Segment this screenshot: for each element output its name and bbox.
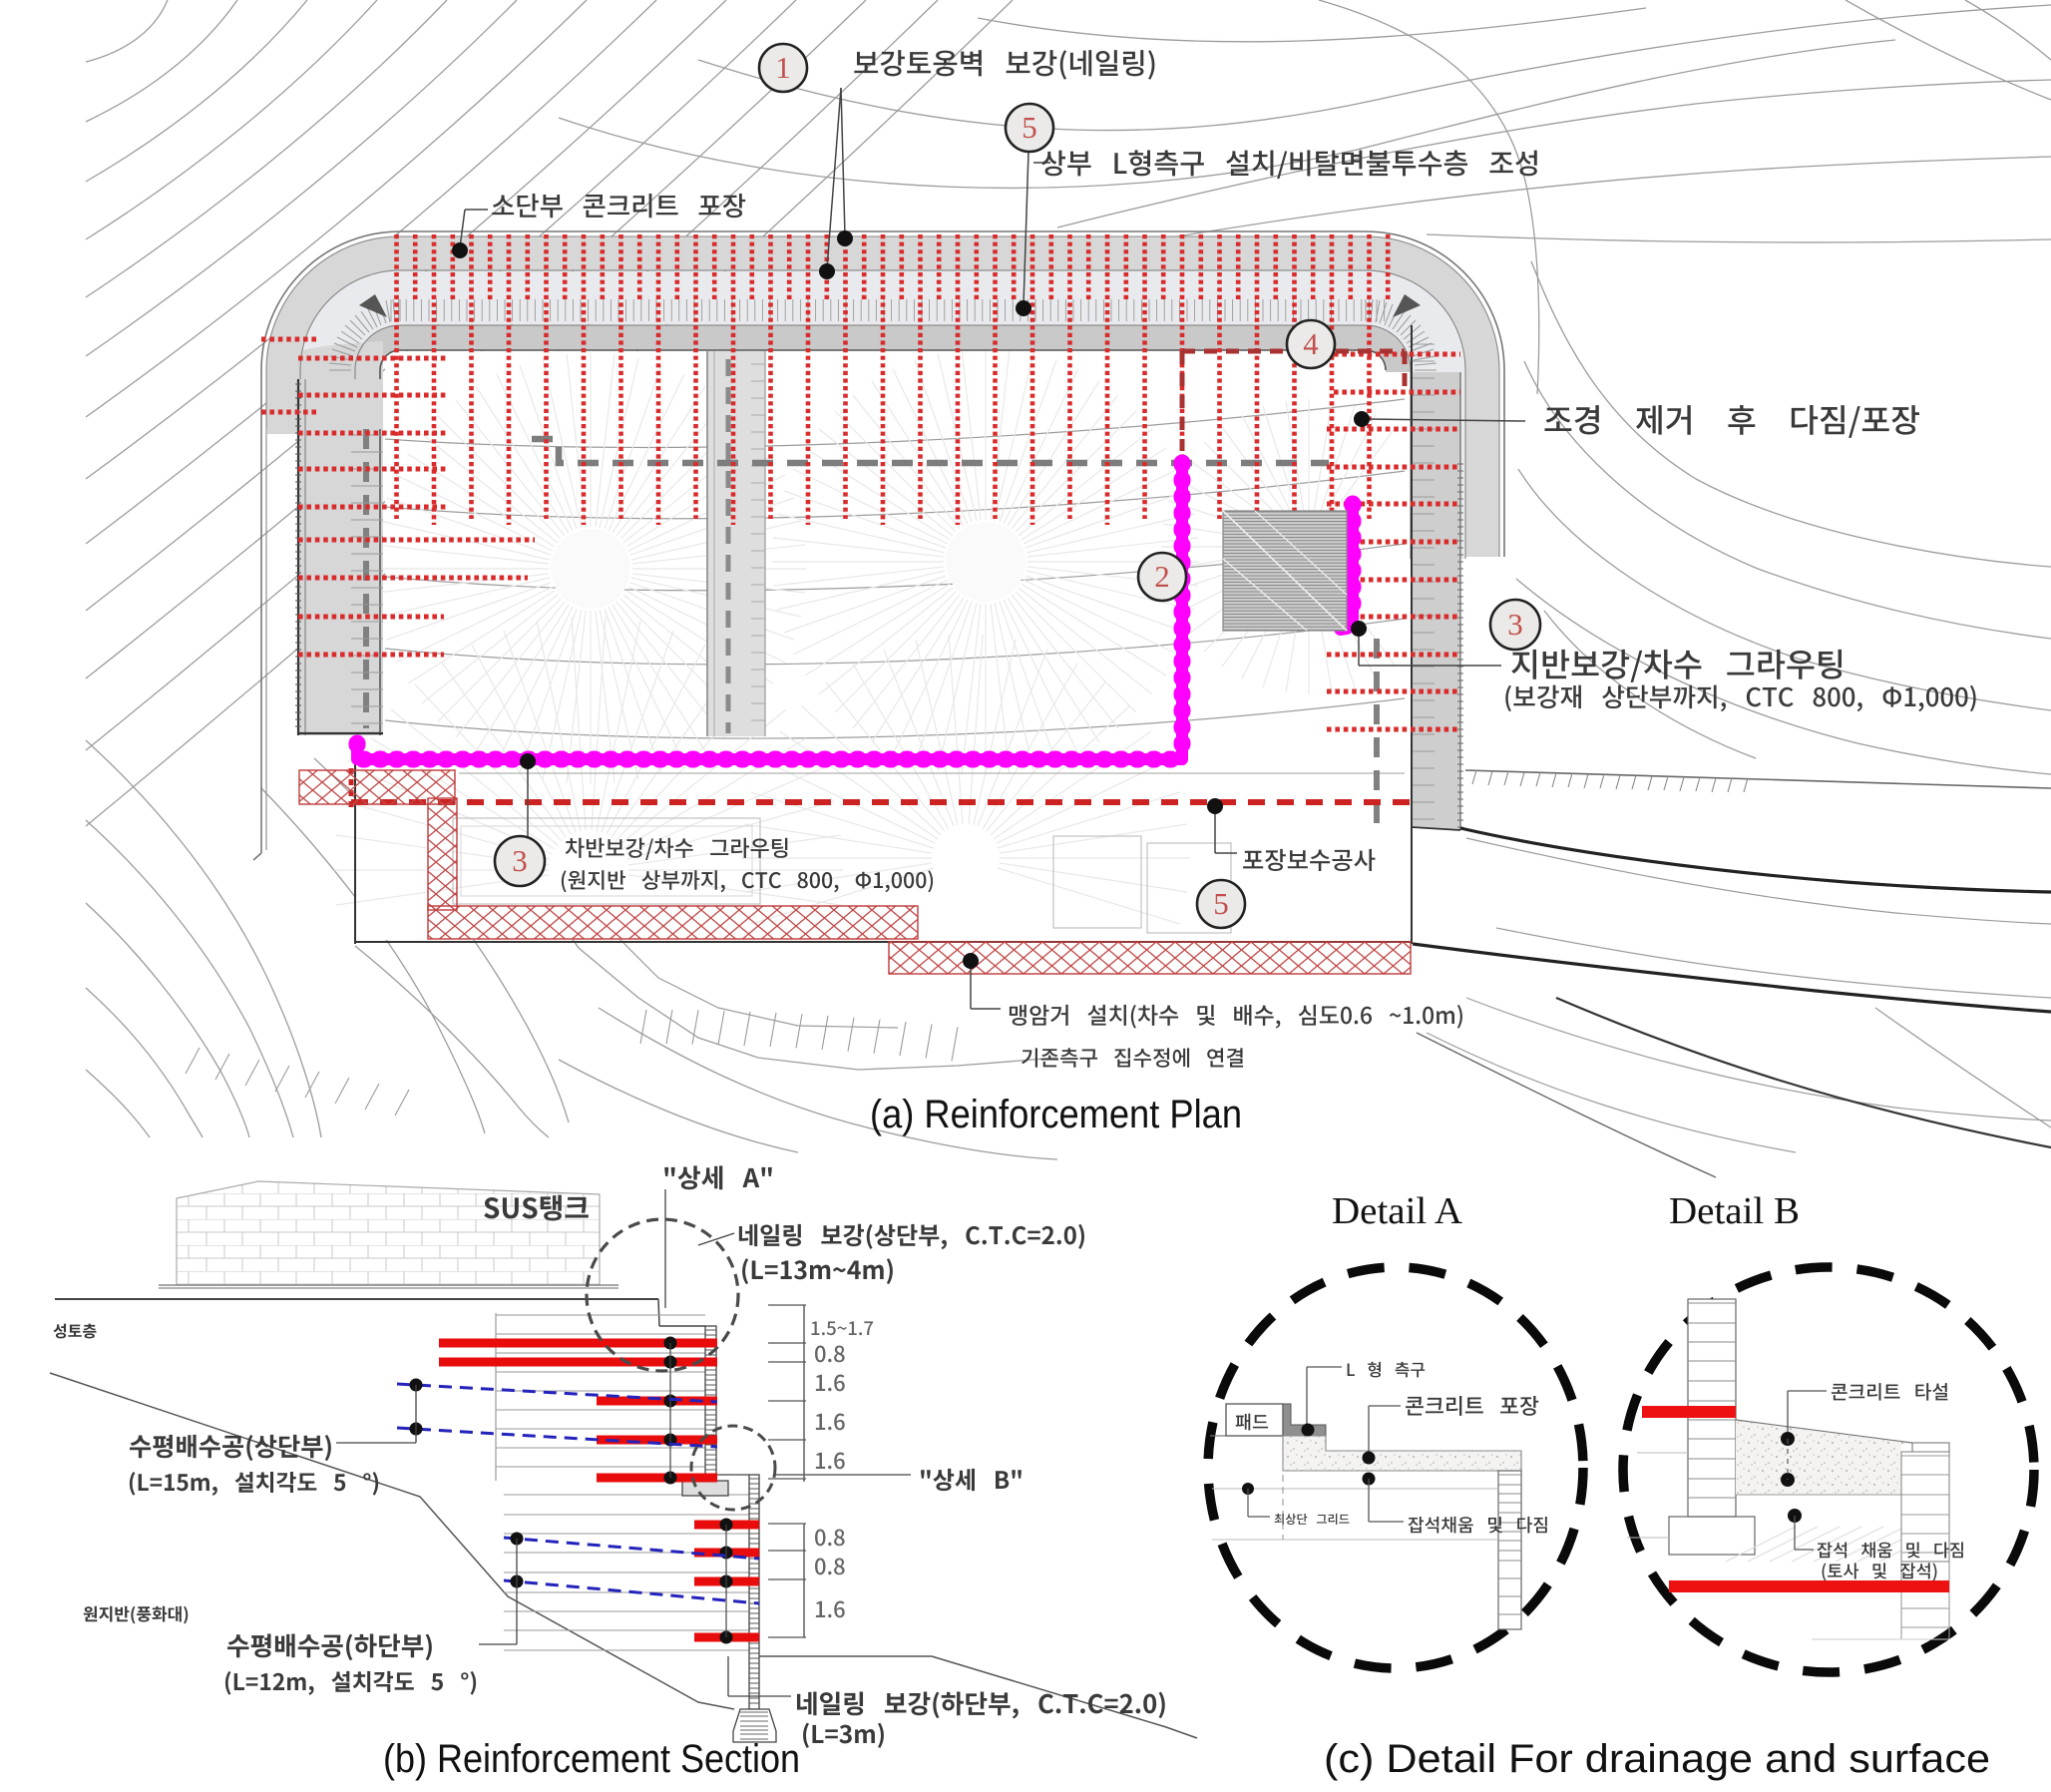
svg-text:2: 2 [1154, 559, 1170, 594]
svg-text:(c) Detail For drainage and su: (c) Detail For drainage and surface [1324, 1737, 1990, 1781]
svg-text:(b) Reinforcement Section: (b) Reinforcement Section [383, 1737, 800, 1781]
svg-text:5: 5 [1213, 886, 1229, 921]
svg-text:5: 5 [1022, 110, 1037, 145]
svg-text:Detail A: Detail A [1332, 1190, 1463, 1232]
svg-text:4: 4 [1303, 326, 1319, 361]
svg-text:3: 3 [1507, 607, 1523, 642]
svg-text:(a) Reinforcement Plan: (a) Reinforcement Plan [870, 1093, 1242, 1136]
svg-text:1: 1 [775, 50, 791, 85]
svg-text:Detail B: Detail B [1669, 1190, 1800, 1232]
svg-text:3: 3 [512, 843, 528, 878]
